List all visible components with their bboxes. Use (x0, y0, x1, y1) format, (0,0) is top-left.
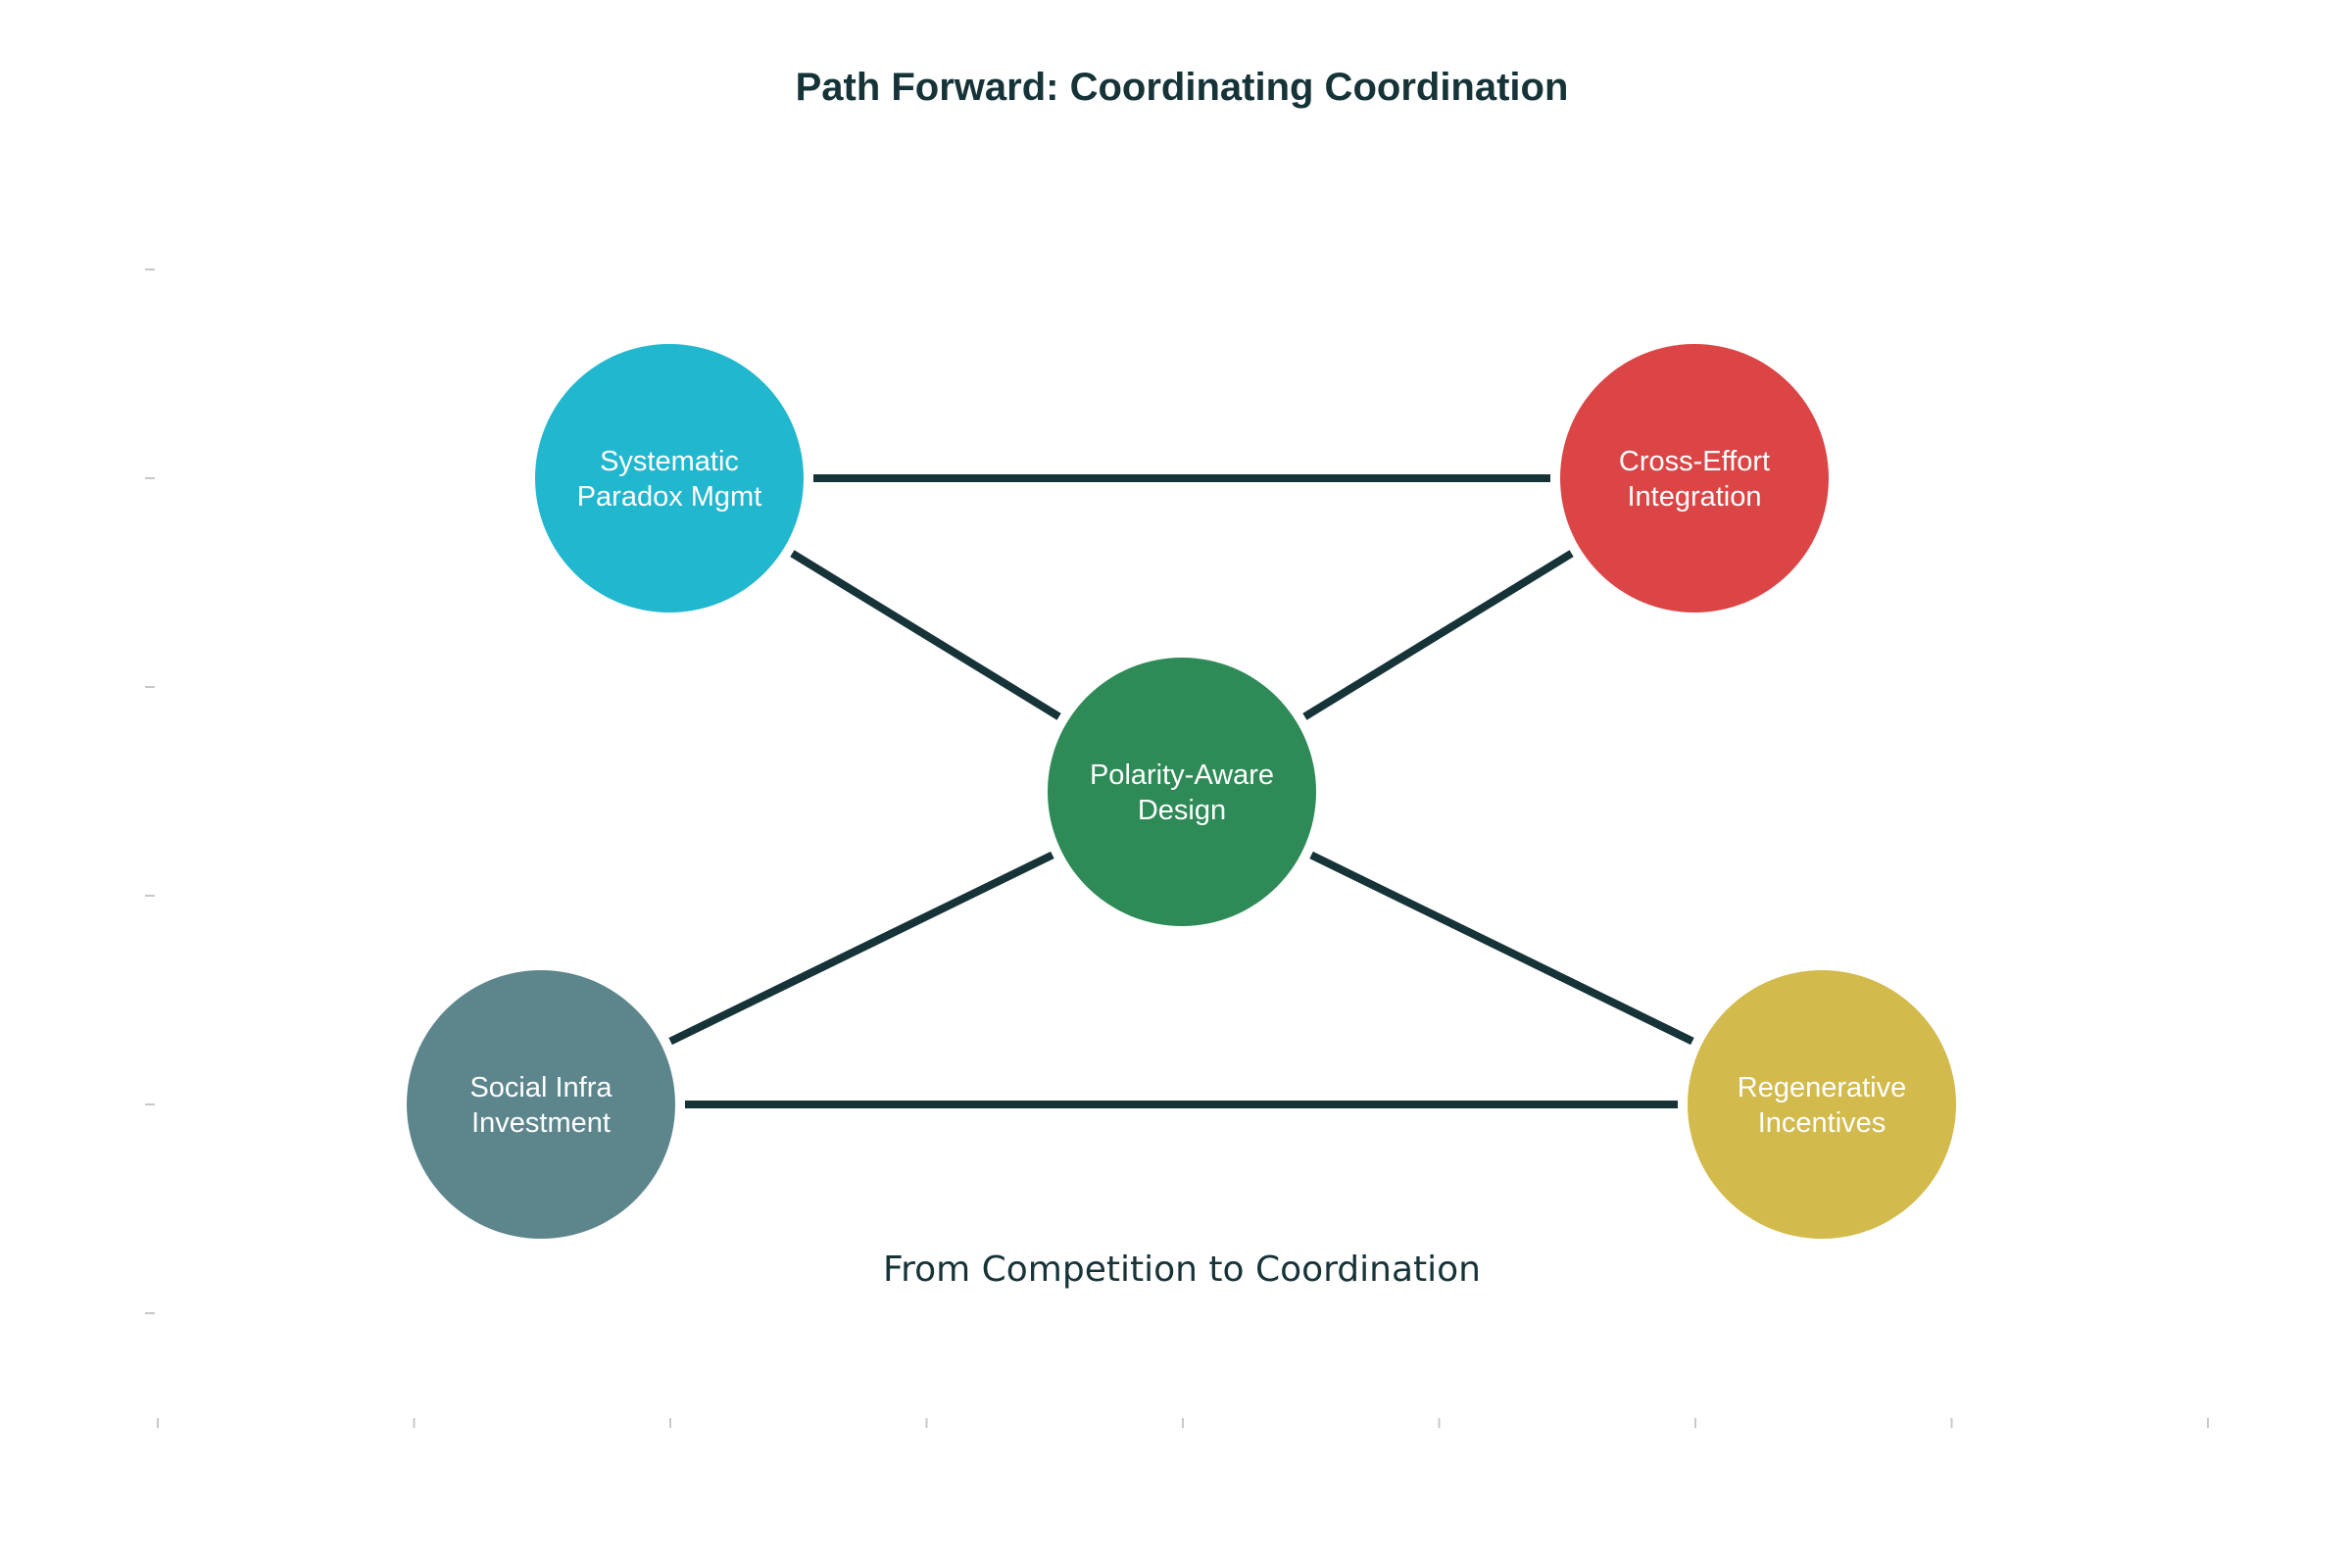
node-circle-systematic (535, 344, 804, 612)
node-circle-social (407, 970, 675, 1239)
node-label-line: Polarity-Aware (1090, 760, 1274, 791)
node-label-line: Integration (1627, 481, 1761, 513)
edge-polarity-social (668, 851, 1054, 1046)
axis-ticks (145, 269, 2209, 1428)
node-label-line: Cross-Effort (1619, 446, 1770, 477)
node-label-line: Systematic (600, 446, 739, 477)
connections (668, 474, 1694, 1108)
node-circle-polarity (1048, 658, 1316, 926)
node-label-line: Paradox Mgmt (577, 481, 762, 513)
node-label-line: Design (1138, 795, 1226, 826)
node-label-line: Incentives (1758, 1107, 1886, 1139)
edge-cross-polarity (1302, 550, 1574, 720)
node-circle-cross (1560, 344, 1829, 612)
node-label-line: Investment (471, 1107, 611, 1139)
node-label-line: Social Infra (469, 1072, 612, 1103)
node-label-line: Regenerative (1738, 1072, 1907, 1103)
edge-systematic-polarity (790, 550, 1061, 720)
node-circle-regen (1688, 970, 1956, 1239)
diagram-title: Path Forward: Coordinating Coordination (796, 66, 1569, 109)
diagram-caption: From Competition to Coordination (883, 1250, 1481, 1290)
edge-polarity-regen (1309, 851, 1694, 1046)
